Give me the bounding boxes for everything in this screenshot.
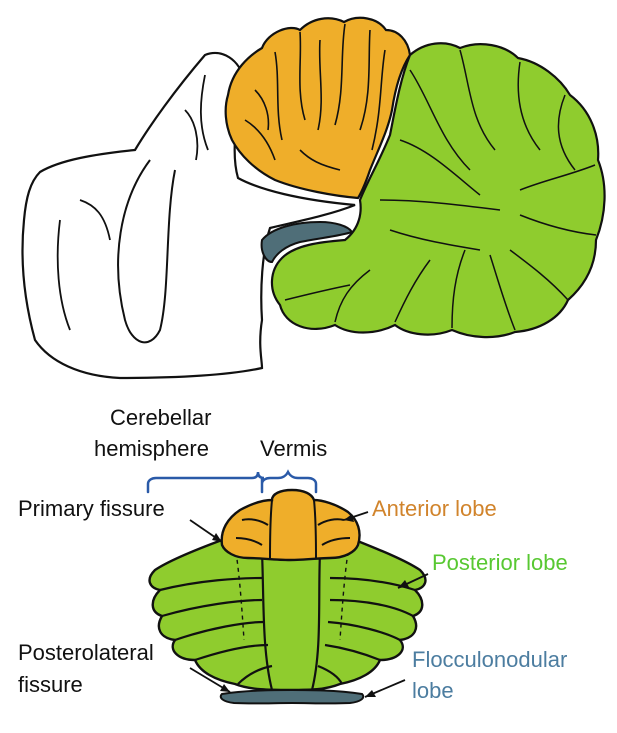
- dorsal-schematic: [146, 469, 429, 705]
- anterior-lobe-dorsal-lines: [235, 499, 351, 559]
- posterior-lobe-label: Posterior lobe: [432, 550, 568, 575]
- anterior-lobe-label: Anterior lobe: [372, 496, 497, 521]
- posterior-lobe-fissures: [159, 576, 416, 685]
- posterior-lobe-arrowhead: [398, 580, 409, 588]
- vermis-lines: [260, 551, 322, 691]
- posterior-lobe-dorsal: [148, 538, 427, 692]
- cerebellar-hemisphere-label-line1: Cerebellar: [110, 405, 212, 430]
- hemisphere-vermis-bracket: [146, 469, 318, 494]
- brainstem-outline: [21, 52, 356, 380]
- flocculonodular-arrowhead: [365, 690, 376, 697]
- posterolateral-fissure-label-line2: fissure: [18, 672, 83, 697]
- posterior-lobe-sagittal: [270, 42, 606, 339]
- cerebellar-hemisphere-label-line2: hemisphere: [94, 436, 209, 461]
- primary-fissure-label: Primary fissure: [18, 496, 165, 521]
- flocculonodular-label-line1: Flocculonodular: [412, 647, 568, 672]
- vermis-label: Vermis: [260, 436, 328, 461]
- brainstem-inner-curve: [117, 159, 176, 344]
- anterior-lobe-folia: [244, 23, 386, 171]
- posterolateral-fissure-label-line1: Posterolateral: [18, 640, 154, 665]
- sagittal-view: [21, 16, 606, 380]
- paravermian-dashed-lines: [235, 551, 349, 641]
- flocculonodular-dorsal: [219, 689, 365, 705]
- posterior-lobe-folia: [284, 49, 597, 331]
- anterior-lobe-arrowhead: [344, 514, 354, 522]
- flocculonodular-sagittal: [260, 220, 354, 264]
- brainstem-inner-curve-2: [56, 74, 209, 331]
- primary-fissure-arrowhead: [212, 533, 222, 542]
- flocculonodular-label-line2: lobe: [412, 678, 454, 703]
- posterolateral-fissure-arrowhead: [220, 684, 230, 692]
- anterior-lobe-dorsal: [220, 488, 361, 562]
